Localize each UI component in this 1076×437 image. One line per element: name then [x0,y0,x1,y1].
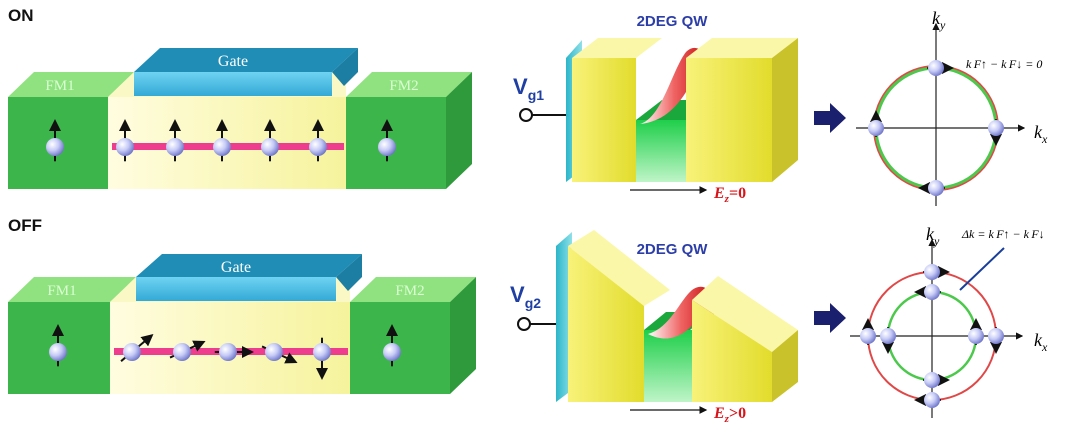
kx-label: kx [1034,122,1048,146]
spin-electron [860,318,876,345]
gate-voltage-label: Vg2 [510,282,541,311]
delta-k-pointer [959,247,1005,291]
device-on: FM1 Gate FM2 [8,48,472,189]
spin-row [49,324,401,380]
spin-electron [918,180,945,196]
fm1-label: FM1 [47,283,76,299]
spin-electron [166,119,184,162]
fm1-top-face [8,72,134,97]
fm2-block [346,97,446,189]
gate-top-face [134,48,358,72]
fm2-top-face [346,72,472,97]
quantum-well-on: 2DEG QW Vg1 Ez=0 [513,13,798,205]
spin-electron [988,327,1004,354]
fermi-formula: Δk = k F↑ − k F↓ [961,227,1045,241]
spin-electron [914,284,941,300]
fermi-formula: k F↑ − k F↓ = 0 [966,57,1042,71]
fm1-label: FM1 [45,78,74,94]
k-space-off: ky kx Δk = k F↑ − k F↓ [850,224,1048,418]
qw-right-barrier [686,58,772,182]
gate-label: Gate [221,259,251,276]
terminal-icon [517,317,531,331]
right-arrow-icon [814,103,846,133]
qw-well [636,120,688,182]
spin-electron [914,392,941,408]
state-label-on: ON [8,6,34,25]
spin-electron [927,60,954,76]
ky-label: ky [932,8,946,32]
gate-block [136,277,336,301]
spin-electron [988,119,1004,146]
spin-electron [313,337,331,380]
spin-electron [378,119,396,162]
spin-electron [868,110,884,137]
fm2-label: FM2 [389,78,418,94]
qw-left-barrier [572,58,636,182]
gate-block [134,72,332,96]
field-label: Ez>0 [713,405,746,425]
state-label-off: OFF [8,216,42,235]
fm1-top-face [8,277,136,302]
qw-well [644,330,692,402]
spin-electron [261,343,298,364]
device-off: FM1 Gate FM2 [8,254,476,394]
spin-electron [923,372,950,388]
spin-electron [309,119,327,162]
spin-electron [968,318,984,345]
gate-voltage-label: Vg1 [513,74,544,103]
spin-electron [261,119,279,162]
spin-electron [213,119,231,162]
qw-left-barrier [568,246,644,402]
terminal-icon [519,108,533,122]
spin-electron [49,324,67,367]
qw-label: 2DEG QW [637,241,709,258]
fm2-label: FM2 [395,283,424,299]
gate-top-face [136,254,362,277]
qw-barrier-top [572,38,662,58]
spin-electron [880,327,896,354]
spin-electron [120,334,154,362]
qw-label: 2DEG QW [637,13,709,30]
k-space-on: ky kx k F↑ − k F↓ = 0 [856,8,1048,206]
spin-electron [214,343,254,361]
spin-electron [169,340,206,361]
k-spin-set [868,60,1004,196]
kx-label: kx [1034,330,1048,354]
k-spin-set [860,264,1004,408]
spin-electron [923,264,950,280]
right-arrow-icon [814,303,846,333]
ky-label: ky [926,224,940,248]
spin-electron [46,119,64,162]
spin-electron [116,119,134,162]
quantum-well-off: 2DEG QW Vg2 Ez>0 [510,230,798,425]
field-label: Ez=0 [713,185,746,205]
spin-row [46,119,396,162]
qw-right-barrier [692,300,772,402]
fm2-top-face [350,277,476,302]
spin-electron [383,324,401,367]
gate-label: Gate [218,53,248,70]
